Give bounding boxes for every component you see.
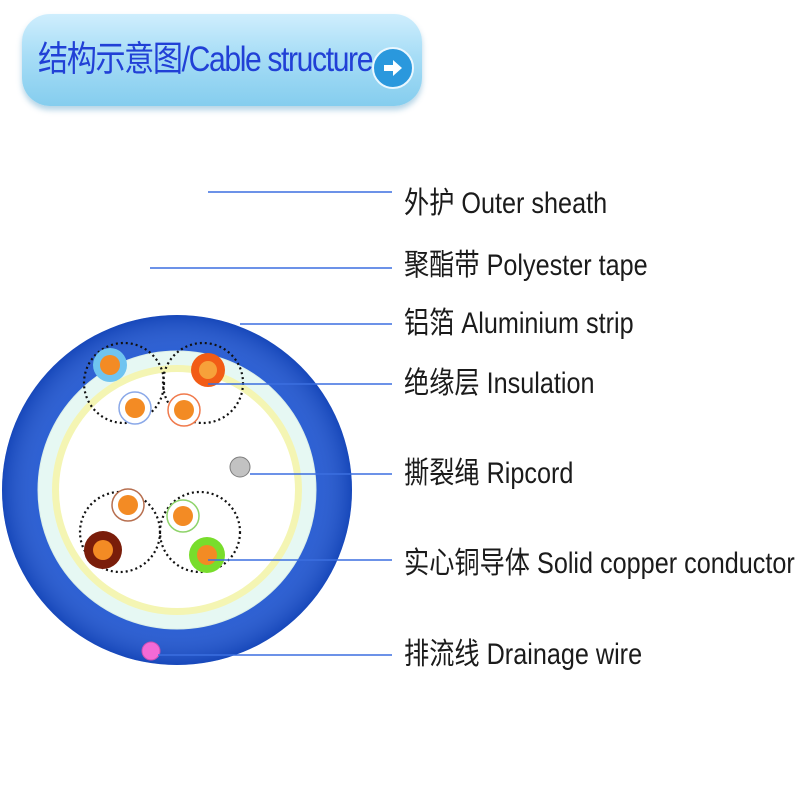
callout-cn: 实心铜导体 — [404, 546, 530, 581]
callout-polyester-tape: 聚酯带 Polyester tape — [404, 248, 648, 284]
callout-cn: 外护 — [404, 186, 455, 221]
header-banner: 结构示意图/Cable structure — [22, 14, 422, 106]
wire-white-blue-insulation — [118, 391, 152, 425]
callout-cn: 绝缘层 — [404, 366, 480, 401]
callout-cn: 聚酯带 — [404, 248, 480, 283]
callout-aluminium-strip: 铝箔 Aluminium strip — [404, 306, 634, 342]
arrow-right-icon — [384, 60, 402, 76]
arrow-right-button[interactable] — [372, 47, 414, 89]
callout-outer-sheath: 外护 Outer sheath — [404, 186, 607, 222]
callout-en: Drainage wire — [486, 638, 643, 671]
callout-cn: 排流线 — [404, 637, 480, 672]
callout-solid-copper-conductor: 实心铜导体 Solid copper conductor — [404, 546, 795, 582]
pair-group-top-right — [161, 341, 245, 425]
callout-drainage-wire: 排流线 Drainage wire — [404, 637, 642, 673]
callout-en: Insulation — [486, 367, 595, 400]
wire-white-orange-insulation — [167, 393, 201, 427]
wire-white-green-insulation — [166, 499, 200, 533]
page-title: 结构示意图/Cable structure — [38, 40, 373, 79]
wire-blue-insulation — [93, 348, 127, 382]
wire-white-brown-insulation — [111, 488, 145, 522]
wire-green-insulation — [189, 537, 225, 573]
callout-ripcord: 撕裂绳 Ripcord — [404, 456, 573, 492]
pair-group-bottom-right — [158, 490, 242, 574]
callout-insulation: 绝缘层 Insulation — [404, 366, 594, 402]
wire-brown-insulation — [84, 531, 122, 569]
callout-en: Ripcord — [486, 457, 574, 490]
callout-cn: 铝箔 — [404, 306, 455, 341]
callout-en: Outer sheath — [461, 187, 608, 220]
ripcord — [229, 456, 251, 478]
drainage-wire — [141, 641, 161, 661]
callout-en: Solid copper conductor — [537, 547, 795, 580]
callout-en: Aluminium strip — [461, 307, 634, 340]
callout-en: Polyester tape — [486, 249, 648, 282]
callout-cn: 撕裂绳 — [404, 456, 480, 491]
wire-orange-insulation — [191, 353, 225, 387]
